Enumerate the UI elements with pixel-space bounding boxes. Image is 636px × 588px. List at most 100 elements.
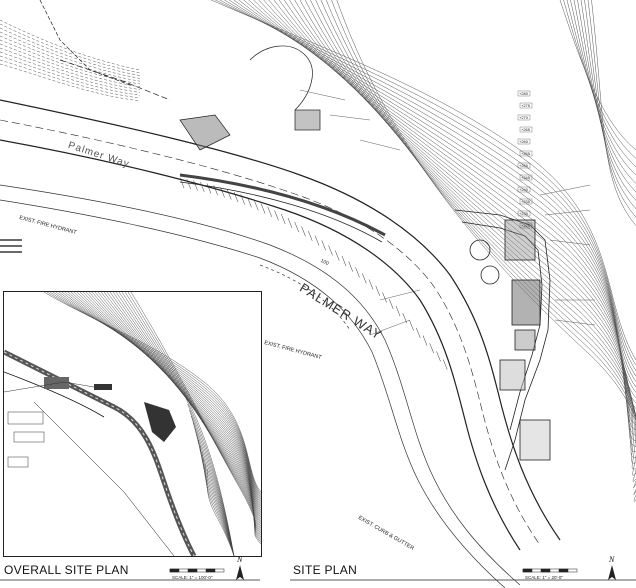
overall-contour-line [58, 292, 261, 502]
contour-line [223, 0, 636, 377]
elevation-tag-box [519, 102, 533, 109]
contour-line [0, 59, 141, 99]
elevation-tag: +265 [521, 127, 531, 132]
elevation-tag: +225 [521, 223, 531, 228]
contour-line [289, 0, 636, 447]
contour-line [0, 51, 141, 93]
overall-site-plan-scale: SCALE: 1" = 100'-0" [172, 575, 213, 580]
site-plan-scale-bar [522, 568, 578, 573]
contour-line [559, 0, 636, 151]
overall-north-label: N [237, 555, 243, 564]
contour-line [0, 23, 141, 74]
overall-contour-line [79, 292, 261, 514]
station-tick [260, 203, 266, 214]
overall-contour-line [73, 292, 261, 511]
contour-line [580, 0, 636, 201]
overall-contour-line [205, 463, 235, 556]
overall-contour-line [124, 292, 261, 541]
station-tick [321, 240, 326, 251]
station-tick [206, 183, 212, 194]
station-tick [335, 250, 340, 261]
north-arrow-site [608, 565, 616, 580]
overall-contour-line [64, 292, 261, 505]
contour-line [273, 0, 636, 431]
elevation-tag: +270 [519, 115, 529, 120]
station-tick [409, 320, 414, 331]
elevation-tags: +280+275+270+265+260+255+250+245+240+235… [517, 90, 533, 229]
overall-contour-line [67, 292, 261, 507]
station-tick [395, 305, 401, 317]
sheet-edge-mark [0, 239, 22, 253]
station-tick [227, 189, 232, 200]
contour-line [0, 19, 141, 71]
station-tick [436, 351, 441, 362]
station-tick [348, 261, 353, 272]
contour-line [577, 0, 636, 193]
contour-line [0, 31, 141, 79]
elevation-tag-box [519, 126, 533, 133]
elevation-tag: +260 [519, 139, 529, 144]
overall-contour-line [85, 292, 261, 518]
overall-building [44, 377, 176, 442]
overall-plan-scale-bar [169, 568, 225, 573]
contour-line [0, 27, 141, 76]
contour-line [294, 0, 636, 453]
topographic-contours [0, 0, 636, 502]
station-tick [308, 230, 313, 241]
station-tick [294, 222, 299, 233]
overall-road [4, 349, 197, 556]
station-tick [193, 180, 198, 191]
overall-contour-line [70, 292, 261, 509]
station-tick [328, 245, 333, 256]
contour-line [320, 0, 636, 482]
elevation-tag-box [517, 162, 531, 169]
building-footprint [454, 209, 551, 471]
elevation-tag-box [517, 114, 531, 121]
overall-contour-line [52, 292, 261, 498]
overall-contour-line [49, 292, 261, 496]
station-tick [382, 292, 387, 303]
station-tick [179, 177, 185, 189]
overall-contour-line [82, 292, 261, 516]
station-tick [314, 235, 320, 246]
site-plan-scale: SCALE: 1" = 20'-0" [525, 575, 563, 580]
contour-line [268, 0, 636, 426]
station-tick [213, 185, 218, 196]
station-tick [186, 179, 191, 190]
overall-contour-line [61, 292, 261, 503]
contour-line [299, 0, 636, 458]
elevation-tag-box [517, 186, 531, 193]
overall-contour-line [130, 292, 261, 545]
overall-contour-line [206, 469, 235, 556]
contour-line [0, 39, 141, 85]
elevation-tag: +235 [521, 199, 531, 204]
overall-site-plan-title: OVERALL SITE PLAN [4, 563, 129, 577]
overall-contour-line [46, 292, 261, 494]
contour-line [0, 63, 141, 102]
station-tick [355, 267, 360, 278]
station-tick [375, 285, 380, 296]
elevation-tag-box [519, 174, 533, 181]
curb-lines [0, 184, 521, 588]
overall-contour-line [118, 292, 261, 538]
overall-contour-line [112, 292, 261, 534]
overall-contour-line [198, 439, 235, 556]
overall-contour-line [127, 292, 261, 543]
station-tick [254, 200, 259, 211]
overall-contour-line [109, 292, 261, 532]
station-tick [281, 214, 286, 225]
elevation-tag: +240 [519, 187, 529, 192]
overall-contour-line [115, 292, 261, 536]
overall-contour-line [55, 292, 261, 500]
contour-line [336, 0, 636, 502]
palmer-way-road [0, 99, 561, 551]
elevation-tag: +275 [521, 103, 531, 108]
contour-line [0, 43, 141, 88]
overall-contour-line [199, 445, 235, 556]
station-tick [287, 217, 293, 229]
overall-left-lots [4, 381, 95, 468]
overall-contour-line [203, 457, 235, 556]
overall-site-plan-inset [3, 291, 262, 557]
elevation-tag-box [517, 138, 531, 145]
